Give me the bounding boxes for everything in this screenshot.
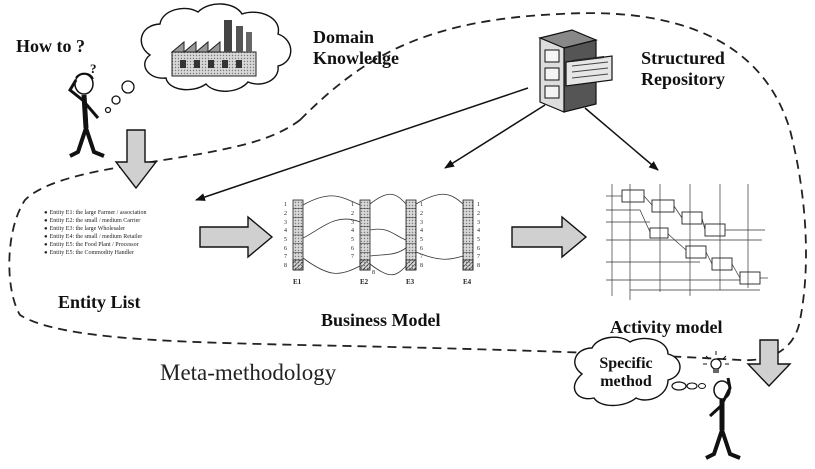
business-model-to-activity-model-arrow xyxy=(511,215,588,259)
business-model-flow-connectors xyxy=(302,193,464,276)
structured-repository-label: Structured Repository xyxy=(641,48,725,89)
down-arrow-to-specific-method xyxy=(746,339,792,388)
bm-row-label: 4 xyxy=(477,228,480,234)
bm-row-label: 8 xyxy=(372,270,375,276)
domain-knowledge-line2: Knowledge xyxy=(313,47,400,68)
bm-row-label: 2 xyxy=(351,211,354,217)
business-model-row-numbers-e2: 1 2 3 4 5 6 7 8 xyxy=(351,202,375,276)
business-model-column-labels: E1 E2 E3 E4 xyxy=(293,278,472,286)
specific-method-line2: method xyxy=(600,373,652,391)
idea-person-icon xyxy=(705,377,741,460)
bm-row-label: 8 xyxy=(284,263,287,269)
bm-row-label: 3 xyxy=(284,220,287,226)
filing-cabinet-icon xyxy=(538,29,613,113)
down-arrow-to-entity-list xyxy=(114,129,158,190)
entity-list-to-business-model-arrow xyxy=(199,215,274,259)
bm-row-label: 7 xyxy=(420,254,423,260)
factory-icon xyxy=(170,20,257,77)
entity-list-item: Entity E3: the large Wholesaler xyxy=(44,225,147,233)
business-model-label: Business Model xyxy=(321,310,441,330)
structured-repository-line2: Repository xyxy=(641,68,725,89)
bm-row-label: 1 xyxy=(284,202,287,208)
entity-list-item: Entity E4: the small / medium Retailer xyxy=(44,233,147,241)
business-model-row-numbers-e4: 1 2 3 4 5 6 7 8 xyxy=(477,202,480,269)
bm-row-label: 2 xyxy=(284,211,287,217)
structured-repository-line1: Structured xyxy=(641,48,725,68)
bm-row-label: 5 xyxy=(477,237,480,243)
bm-row-label: 4 xyxy=(420,228,423,234)
bm-row-label: 1 xyxy=(477,202,480,208)
bm-row-label: 3 xyxy=(420,220,423,226)
entity-list-item: Entity E2: the small / medium Carrier xyxy=(44,217,147,225)
bm-row-label: 8 xyxy=(477,263,480,269)
bm-row-label: 5 xyxy=(420,237,423,243)
bm-row-label: 7 xyxy=(284,254,287,260)
domain-knowledge-line1: Domain xyxy=(313,27,375,47)
business-model-diagram xyxy=(292,193,474,276)
bm-row-label: 1 xyxy=(351,202,354,208)
specific-method-label: Specific method xyxy=(586,355,666,392)
bm-row-label: 6 xyxy=(351,246,354,252)
how-to-label: How to ? xyxy=(16,36,85,56)
activity-model-label: Activity model xyxy=(610,317,723,337)
bm-column-label: E2 xyxy=(360,278,369,286)
entity-list-item: Entity E5: the Commodity Handler xyxy=(44,249,147,257)
bm-row-label: 5 xyxy=(351,237,354,243)
thinking-person-icon xyxy=(68,72,105,158)
bm-row-label: 2 xyxy=(477,211,480,217)
activity-model-diagram xyxy=(604,182,768,300)
bm-row-label: 6 xyxy=(477,246,480,252)
specific-method-cloud xyxy=(573,336,706,407)
repository-to-entity-list-arrow xyxy=(195,87,529,201)
bm-row-label: 5 xyxy=(284,237,287,243)
bm-row-label: 6 xyxy=(420,246,423,252)
bm-column-label: E1 xyxy=(293,278,302,286)
repository-to-activity-model-arrow xyxy=(584,107,659,171)
bm-row-label: 4 xyxy=(284,228,287,234)
bm-row-label: 3 xyxy=(477,220,480,226)
bm-row-label: 3 xyxy=(351,220,354,226)
repository-to-business-model-arrow xyxy=(444,104,546,169)
bm-column-label: E4 xyxy=(463,278,472,286)
bm-row-label: 6 xyxy=(284,246,287,252)
bm-row-label: 7 xyxy=(477,254,480,260)
question-mark: ? xyxy=(90,61,97,76)
specific-method-line1: Specific xyxy=(599,355,653,372)
entity-list: Entity E1: the large Farmer / associatio… xyxy=(44,209,147,257)
business-model-row-numbers-e3: 1 2 3 4 5 6 7 8 xyxy=(420,202,423,269)
business-model-row-numbers-left: 1 2 3 4 5 6 7 8 xyxy=(284,202,287,269)
bm-row-label: 1 xyxy=(420,202,423,208)
entity-list-label: Entity List xyxy=(58,292,141,312)
entity-list-item: Entity E5: the Food Plant / Processor xyxy=(44,241,147,249)
bm-row-label: 8 xyxy=(420,263,423,269)
entity-list-item: Entity E1: the large Farmer / associatio… xyxy=(44,209,147,217)
bm-row-label: 7 xyxy=(351,254,354,260)
bm-column-label: E3 xyxy=(406,278,415,286)
meta-methodology-label: Meta-methodology xyxy=(160,360,337,385)
bm-row-label: 2 xyxy=(420,211,423,217)
light-bulb-icon xyxy=(703,351,729,373)
bm-row-label: 4 xyxy=(351,228,354,234)
domain-knowledge-label: Domain Knowledge xyxy=(313,27,399,68)
